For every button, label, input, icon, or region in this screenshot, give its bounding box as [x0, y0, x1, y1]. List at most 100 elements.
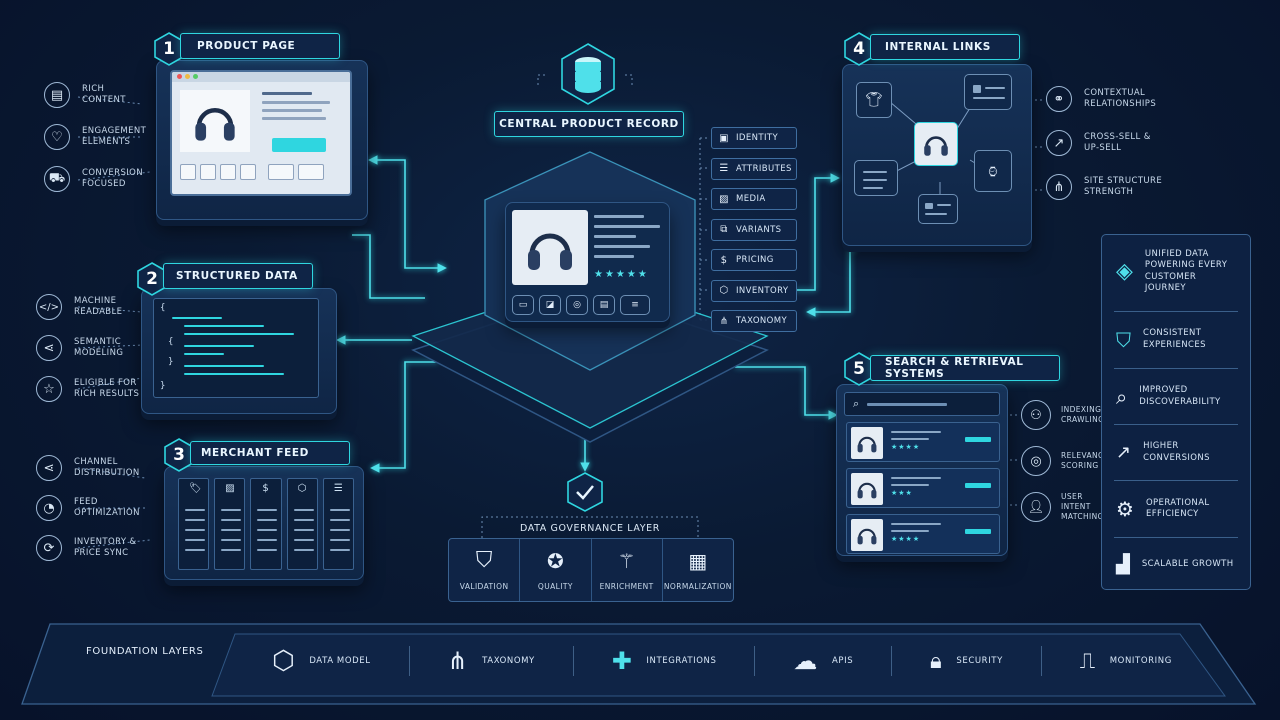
thumb-icon — [240, 164, 256, 180]
box-icon: ⬡ — [297, 483, 307, 494]
feature-label: Cross-Sell & Up-Sell — [1084, 132, 1151, 153]
foundation-item: ⎍Monitoring — [1079, 648, 1172, 674]
structured-data-features: </>Machine Readable ⋖Semantic Modeling ☆… — [36, 294, 140, 402]
governance-title: Data Governance Layer — [520, 523, 660, 534]
add-to-cart-button[interactable] — [272, 138, 326, 152]
feature-label: Machine Readable — [74, 296, 123, 317]
structured-data-section: 2 Structured Data { { } } — [133, 262, 343, 422]
thumb-icon — [298, 164, 324, 180]
headphones-icon — [528, 233, 572, 270]
cubes-icon: ⬡ — [272, 646, 296, 676]
box-icon: ⬡ — [719, 285, 729, 296]
internal-links-section: 4 Internal Links 👕︎ ⌚︎ — [840, 32, 1040, 252]
trend-up-icon: ↗ — [1046, 130, 1072, 156]
dollar-icon: $ — [720, 254, 728, 266]
magic-wand-icon: ⚚ — [617, 548, 636, 573]
search-input[interactable]: ⌕ — [844, 392, 1000, 416]
rating-stars: ★★★ — [891, 489, 913, 497]
foundation-items: ⬡Data Model ⋔Taxonomy ✚Integrations ☁API… — [272, 646, 1172, 676]
award-icon: ✪ — [546, 548, 564, 573]
gauge-icon: ◔ — [36, 495, 62, 521]
document-icon: ▤ — [44, 82, 70, 108]
puzzle-icon: ✚ — [611, 647, 633, 675]
governance-layer: ⛉ Validation ✪ Quality ⚚ Enrichment ▦ No… — [448, 538, 734, 602]
headphones-image — [851, 519, 883, 551]
thumb-icon — [220, 164, 236, 180]
foundation-title: Foundation Layers — [86, 646, 204, 657]
browser-window — [170, 70, 352, 196]
feature-label: Conversion Focused — [82, 168, 144, 189]
product-page-section: 1 Product Page — [150, 32, 380, 232]
foundation-item: ☁APIs — [793, 647, 854, 675]
feature-label: User Intent Matching — [1061, 492, 1104, 521]
hierarchy-icon: ⋔ — [719, 315, 729, 327]
bar-chart-icon: ▟ — [1116, 554, 1130, 576]
share-icon: ⋖ — [36, 335, 62, 361]
headphones-icon — [195, 108, 235, 141]
governance-item-label: Validation — [459, 582, 509, 591]
tag-icon: 🏷︎ — [189, 483, 202, 494]
image-icon: ▨ — [719, 193, 729, 205]
feature-label: Feed Optimization — [74, 497, 140, 518]
attribute-taxonomy: ⋔Taxonomy — [711, 310, 797, 332]
check-icon — [567, 472, 603, 512]
thumb-icon — [200, 164, 216, 180]
list-item[interactable]: ★★★★ — [846, 514, 1000, 554]
governance-item-label: Normalization — [663, 581, 732, 591]
benefits-sidebar: ◈Unified Data Powering Every Customer Jo… — [1101, 234, 1251, 590]
governance-item-label: Quality — [537, 581, 573, 591]
governance-check — [565, 472, 605, 512]
card-node — [918, 194, 958, 224]
rating-stars: ★★★★ — [891, 535, 921, 543]
feature-label: Site Structure Strength — [1084, 176, 1163, 197]
benefit-item: ⛉Consistent Experiences — [1116, 327, 1206, 352]
headphones-image — [851, 473, 883, 505]
foundation-item: 🔒︎Security — [930, 648, 1003, 674]
search-results: ★★★★ ★★★ ★★★★ — [846, 422, 1000, 554]
internal-links-features: ⚭Contextual Relationships ↗Cross-Sell & … — [1046, 86, 1168, 200]
feature-label: Channel Distribution — [74, 457, 140, 478]
monitor-pulse-icon: ⎍ — [1079, 648, 1096, 674]
thumb-icon: ▭ — [512, 295, 534, 315]
search-section: 5 Search & Retrieval Systems ⌕ ★★★★ ★★★ … — [836, 352, 1066, 582]
card-node — [964, 74, 1012, 110]
attribute-identity: ▣Identity — [711, 127, 797, 149]
thumb-icon: ≡ — [620, 295, 650, 315]
merchant-feed-features: ⋖Channel Distribution ◔Feed Optimization… — [36, 455, 140, 561]
attribute-inventory: ⬡Inventory — [711, 279, 797, 302]
search-title: Search & Retrieval Systems — [870, 355, 1060, 381]
foundation-panel — [21, 623, 1257, 705]
attribute-attributes: ☰Attributes — [711, 157, 797, 180]
attribute-list: ▣Identity ☰Attributes ▨Media ⧉Variants $… — [711, 127, 797, 332]
list-item[interactable]: ★★★ — [846, 468, 1000, 508]
central-product-card: ★★★★★ ▭ ◪ ◎ ▤ ≡ — [505, 202, 670, 322]
headphones-image — [512, 210, 588, 285]
attribute-pricing: $Pricing — [711, 249, 797, 271]
chart-up-icon: ↗ — [1116, 442, 1132, 464]
hierarchy-icon: ⋔ — [447, 647, 469, 675]
watch-icon: ⌚︎ — [974, 150, 1012, 192]
shield-check-icon: ⛉ — [1116, 327, 1131, 352]
code-window: { { } } — [153, 298, 319, 398]
feature-label: Indexing & Crawling — [1061, 405, 1111, 424]
list-item[interactable]: ★★★★ — [846, 422, 1000, 462]
attribute-media: ▨Media — [711, 188, 797, 210]
merchant-feed-title: Merchant Feed — [190, 441, 350, 465]
foundation-item: ⋔Taxonomy — [447, 647, 535, 675]
structured-data-title: Structured Data — [163, 263, 313, 289]
database-node — [556, 42, 620, 106]
variants-icon: ⧉ — [720, 224, 728, 235]
product-page-features: ▤Rich Content ♡Engagement Elements ⛟Conv… — [44, 82, 146, 192]
card-node — [854, 160, 898, 196]
code-icon: </> — [36, 294, 62, 320]
cloud-icon: ☁ — [793, 647, 818, 675]
feature-label: Semantic Modeling — [74, 337, 124, 358]
user-icon: 👤︎ — [1021, 492, 1051, 522]
thumb-icon: ◪ — [539, 295, 561, 315]
feature-label: Engagement Elements — [82, 126, 147, 147]
feed-table: 🏷︎ ▨ $ ⬡ ☰ — [178, 478, 355, 570]
gear-icon: ⚙ — [1116, 497, 1134, 522]
thumb-icon: ▤ — [593, 295, 615, 315]
thumb-icon — [180, 164, 196, 180]
lock-icon: 🔒︎ — [930, 648, 943, 674]
